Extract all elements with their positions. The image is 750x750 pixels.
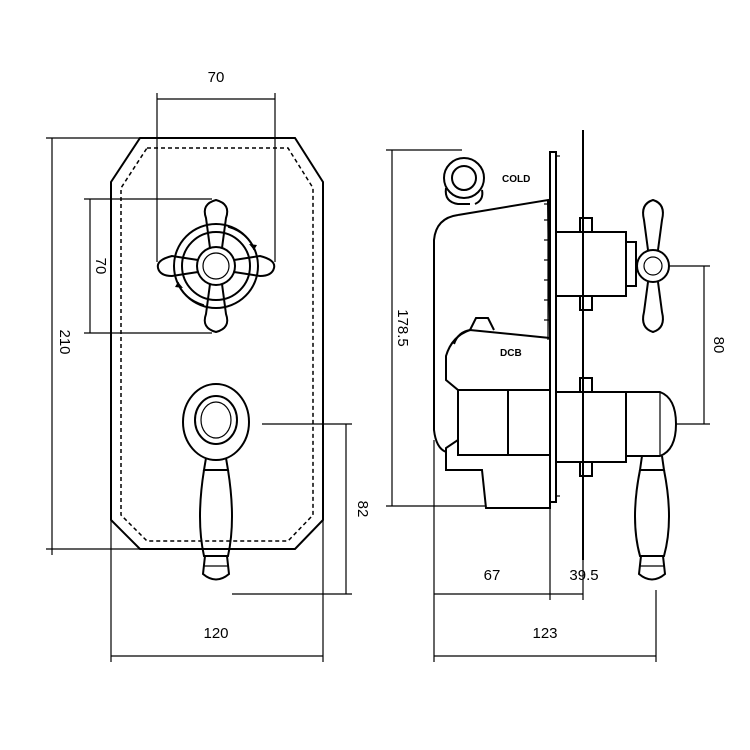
dim-label-70-top: 70 (208, 69, 225, 86)
dim-side-total: 123 (434, 590, 657, 662)
wall-plate (549, 151, 560, 503)
cross-handle (156, 198, 276, 334)
faceplate-outline (110, 137, 324, 550)
dim-side-height: 178.5 (386, 149, 486, 507)
dim-label-80: 80 (710, 337, 727, 354)
dim-label-67: 67 (484, 567, 501, 584)
body-ribs (544, 200, 550, 340)
dim-label-120: 120 (203, 625, 228, 642)
side-view: COLD DCB (386, 130, 727, 662)
dim-label-70-vertical: 70 (92, 258, 109, 275)
dim-label-82: 82 (354, 501, 371, 518)
dim-front-height: 210 (46, 137, 140, 555)
dim-label-210: 210 (56, 329, 73, 354)
dim-front-cross-height: 70 (84, 198, 212, 334)
dim-front-width: 120 (110, 520, 324, 662)
dim-side-depths: 67 39.5 (433, 440, 599, 662)
dim-label-39-5: 39.5 (569, 567, 598, 584)
dim-label-123: 123 (532, 625, 557, 642)
valve-body (445, 198, 552, 509)
faceplate-inner-dashed (120, 147, 314, 542)
dim-front-cross-width: 70 (156, 69, 276, 262)
front-view: 70 70 210 82 120 (46, 69, 371, 662)
dim-side-spacing: 80 (703, 266, 727, 424)
lever-handle (182, 383, 250, 581)
lower-spindle (555, 377, 710, 581)
label-dcb: DCB (500, 348, 522, 359)
outlet: DCB (453, 317, 522, 359)
upper-spindle (555, 198, 710, 334)
label-cold: COLD (502, 174, 530, 185)
dim-label-178-5: 178.5 (394, 309, 411, 347)
cold-inlet: COLD (443, 157, 530, 205)
dim-front-lever: 82 (232, 423, 371, 595)
